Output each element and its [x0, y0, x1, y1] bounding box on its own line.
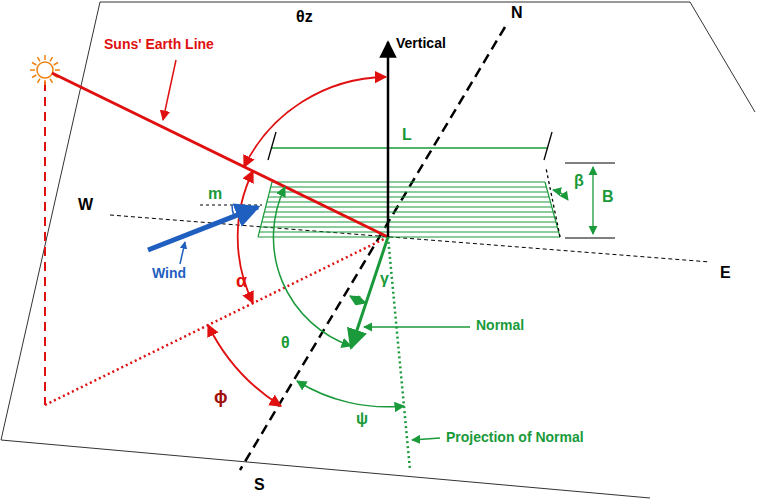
normal-leader — [364, 326, 470, 327]
panel-line — [269, 191, 547, 192]
panel-line — [263, 216, 554, 217]
angle-label: ϕ — [214, 388, 228, 408]
angle-label: θz — [296, 8, 313, 26]
projection-leader — [412, 438, 440, 440]
sun-line-leader — [163, 60, 176, 120]
wind-label: Wind — [152, 266, 186, 281]
panel-line — [266, 206, 552, 207]
angle-label: ψ — [356, 410, 368, 428]
panel-normal — [351, 237, 388, 348]
zenith-angle-arc — [244, 77, 386, 167]
dimension-label: B — [602, 188, 614, 206]
panel-line — [259, 231, 558, 232]
axis-label: Vertical — [396, 36, 446, 51]
projection-angle-arc — [297, 381, 404, 407]
sun-ray — [38, 57, 41, 61]
panel-line — [271, 186, 547, 187]
sun-ray — [32, 63, 36, 66]
sun-symbol — [30, 55, 60, 85]
wind-arrow — [148, 207, 258, 250]
direction-label: E — [720, 264, 731, 282]
panel-line — [261, 226, 558, 227]
direction-label: N — [511, 4, 523, 22]
line-label: Suns' Earth Line — [104, 37, 214, 52]
sun-ray — [44, 55, 46, 60]
sun-ground-projection — [45, 237, 388, 405]
solar-panel — [258, 182, 560, 237]
panel-line — [267, 201, 551, 202]
width-dimension — [565, 163, 615, 238]
angle-label: θ — [281, 334, 290, 352]
north-south-line — [240, 27, 505, 470]
sun-ray — [55, 69, 60, 71]
direction-label: S — [254, 476, 265, 494]
sun-ray — [44, 80, 46, 85]
angle-label: α — [236, 272, 247, 292]
sun-ray — [50, 79, 53, 83]
sun-ray — [32, 75, 36, 78]
direction-label: W — [78, 196, 93, 214]
sun-earth-line — [52, 73, 388, 237]
surface-azimuth-arc — [350, 296, 366, 303]
dimension-label: L — [402, 126, 412, 144]
callout-label: Normal — [476, 318, 524, 333]
wind-leader — [180, 242, 185, 264]
sun-ray — [30, 69, 35, 71]
west-east-line — [110, 215, 710, 262]
normal-projection — [388, 237, 410, 470]
sun-ray — [38, 79, 41, 83]
panel-line — [258, 236, 560, 237]
incidence-angle-arc — [273, 187, 351, 346]
sun-drop-line — [44, 82, 46, 405]
panel-line — [264, 211, 553, 212]
vertical-arrow — [387, 42, 390, 237]
horizontal-reference — [200, 205, 262, 206]
callout-label: Projection of Normal — [446, 430, 584, 445]
angle-label: γ — [380, 270, 389, 288]
sun-ray — [50, 57, 53, 61]
tilt-angle-mark — [546, 168, 568, 237]
panel-line — [262, 221, 556, 222]
panel-line — [272, 181, 545, 182]
angle-label: m — [208, 185, 222, 203]
angle-label: β — [574, 172, 584, 190]
wind-angle-arc — [232, 205, 234, 216]
sun-ray — [54, 63, 58, 66]
